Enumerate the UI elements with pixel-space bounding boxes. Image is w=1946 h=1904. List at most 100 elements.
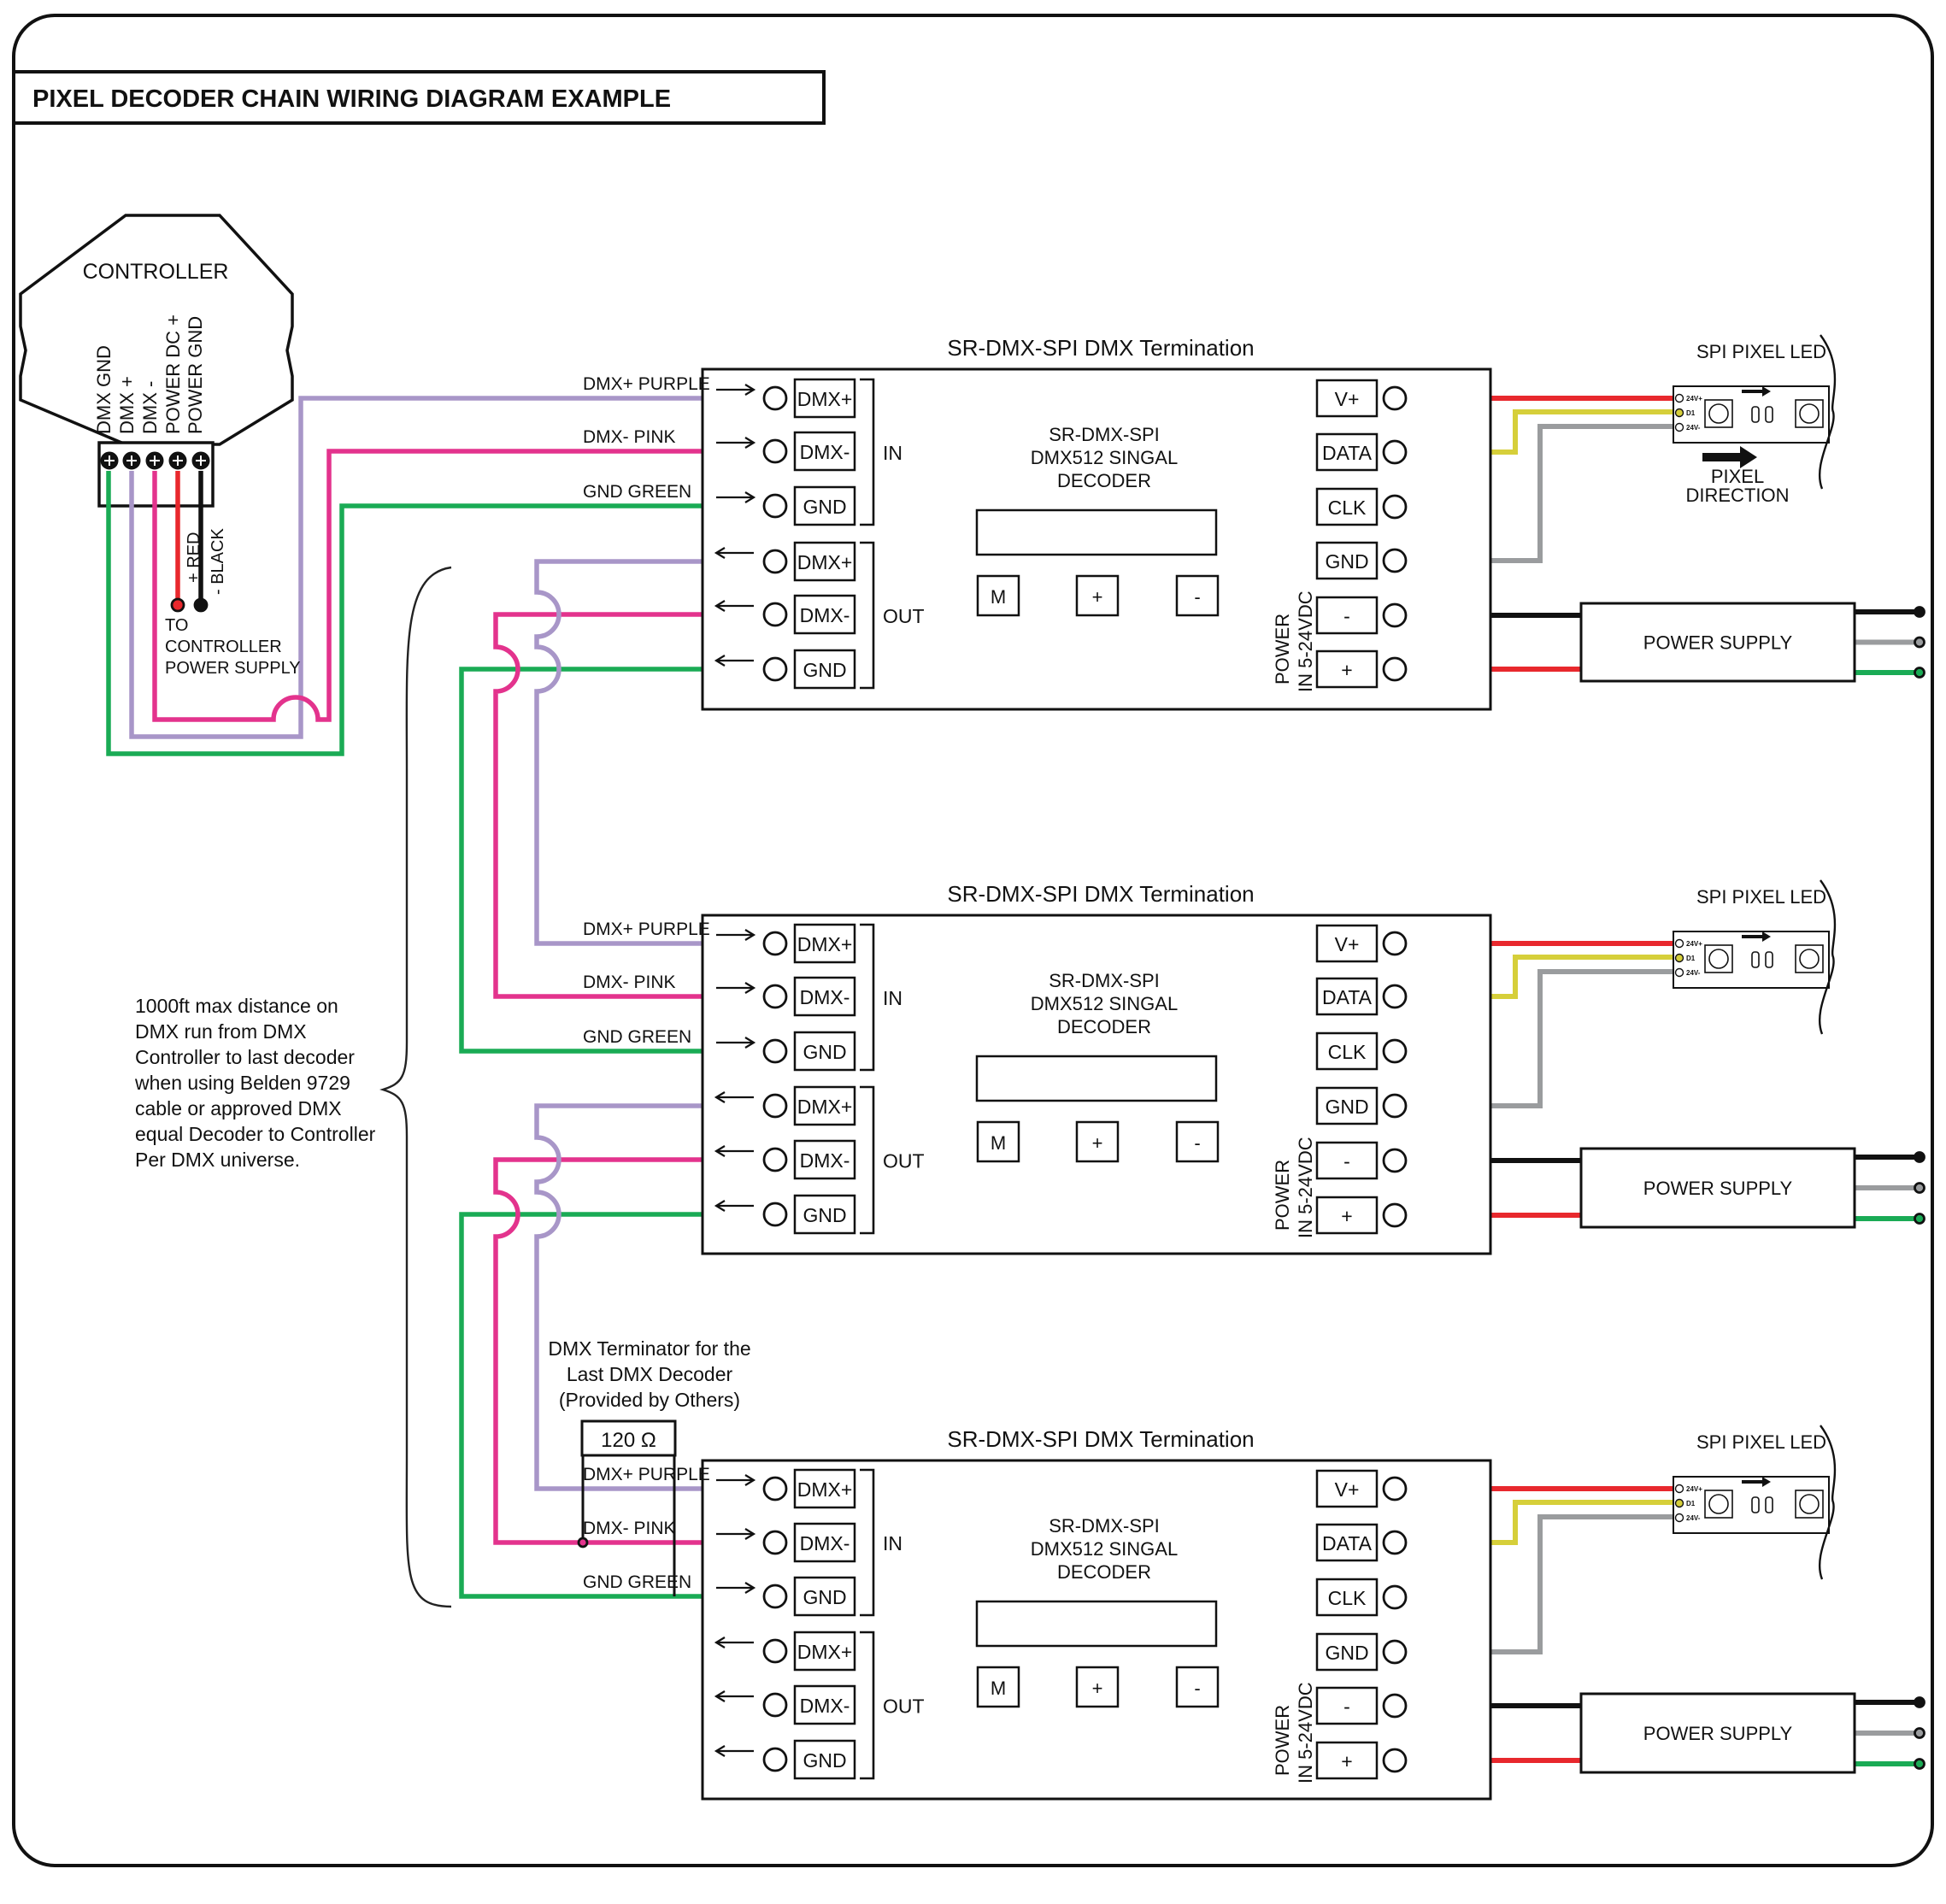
decoder-button[interactable]: [976, 1666, 1020, 1708]
out-terminal-label: DMX-: [800, 1695, 850, 1717]
terminal-screw: [762, 1093, 788, 1119]
strip-cut-line: [1818, 334, 1837, 490]
out-arrow-head: [714, 1637, 726, 1648]
red-wire-label: + RED: [185, 532, 203, 583]
led-pad: [1674, 953, 1684, 963]
power-label: POWER: [1272, 1705, 1293, 1776]
decoder-button[interactable]: [1075, 1120, 1120, 1163]
out-arrow: [714, 600, 754, 612]
controller-body: [19, 214, 294, 446]
mains-wire-end: [1914, 606, 1925, 618]
controller-power-note: TO: [165, 616, 188, 635]
led-pad: [1674, 1498, 1684, 1508]
led-pad: [1674, 393, 1684, 403]
out-arrow-head: [714, 655, 726, 667]
in-arrow-head: [744, 1528, 756, 1540]
terminator-note: DMX Terminator for the: [548, 1337, 750, 1360]
in-arrow-head: [744, 491, 756, 503]
output-terminal-label: V+: [1335, 1478, 1360, 1501]
decoder-button-label: +: [1092, 586, 1103, 608]
output-terminal: [1315, 977, 1379, 1016]
decoder-name: DECODER: [1057, 1016, 1151, 1037]
out-arrow-head: [714, 547, 726, 559]
power-terminal-label: -: [1343, 605, 1350, 627]
terminal-screw: [1382, 439, 1408, 465]
in-label: IN: [883, 442, 902, 464]
in-terminal-label: GND: [803, 1041, 846, 1063]
led-pad: [1674, 1484, 1684, 1494]
decoder-button-label: +: [1092, 1132, 1103, 1154]
led-pad-label: 24V+: [1686, 395, 1702, 403]
out-arrow: [714, 655, 754, 667]
in-arrow-head: [744, 1037, 756, 1049]
terminal-screw: [1382, 1530, 1408, 1555]
in-bracket: [860, 923, 875, 1072]
led-pad: [1674, 408, 1684, 418]
mains-wire-end: [1914, 636, 1925, 649]
led-pad: [1674, 1513, 1684, 1523]
pixel-direction-label: PIXEL: [1711, 466, 1764, 487]
led-pad-label: 24V+: [1686, 940, 1702, 948]
decoder-name: DMX512 SINGAL: [1031, 1538, 1178, 1560]
output-terminal: [1315, 1469, 1379, 1508]
wire-label: GND GREEN: [583, 1027, 691, 1047]
decoder-button[interactable]: [1175, 1666, 1220, 1708]
pixel-chip-lens: [1799, 949, 1820, 969]
in-terminal: [793, 1522, 856, 1563]
decoder-button[interactable]: [1075, 1666, 1120, 1708]
black-wire-label: - BLACK: [209, 528, 227, 595]
decoder-button-label: +: [1092, 1678, 1103, 1699]
power-terminal-label: +: [1341, 1750, 1352, 1772]
out-bracket: [860, 1085, 875, 1235]
pixel-chip-lens: [1708, 1494, 1729, 1514]
led-pad: [1674, 422, 1684, 432]
decoder-button[interactable]: [976, 1120, 1020, 1163]
terminal-screw: [1382, 1093, 1408, 1119]
in-arrow: [716, 437, 756, 449]
controller-power-note: CONTROLLER: [165, 638, 282, 656]
wire-label: GND GREEN: [583, 1572, 691, 1592]
decoder-button-label: -: [1194, 586, 1200, 608]
power-label: POWER: [1272, 614, 1293, 685]
out-arrow: [714, 547, 754, 559]
power-terminal-label: +: [1341, 659, 1352, 681]
decoder-button[interactable]: [1175, 1120, 1220, 1163]
terminal-screw: [762, 1584, 788, 1609]
in-arrow: [716, 929, 756, 941]
out-arrow-head: [714, 1745, 726, 1757]
mains-wire-end: [1914, 1213, 1925, 1225]
output-terminal-label: DATA: [1322, 986, 1373, 1008]
decoder-button-label: M: [991, 586, 1006, 608]
wire-label: GND GREEN: [583, 482, 691, 502]
led-resistor: [1751, 951, 1760, 968]
decoder-name: SR-DMX-SPI: [1049, 970, 1160, 991]
output-terminal: [1315, 541, 1379, 580]
led-resistor: [1751, 406, 1760, 423]
wire-label: DMX- PINK: [583, 427, 676, 447]
decoder-button[interactable]: [1075, 574, 1120, 617]
mains-wire-end: [1914, 1696, 1925, 1708]
decoder-button-label: -: [1194, 1132, 1200, 1154]
out-terminal: [793, 649, 856, 690]
led-resistor: [1765, 406, 1773, 423]
decoder-button-label: -: [1194, 1678, 1200, 1699]
power-terminal-label: -: [1343, 1695, 1350, 1718]
controller-label: CONTROLLER: [83, 260, 229, 284]
out-arrow: [714, 1637, 754, 1648]
distance-note: cable or approved DMX: [135, 1097, 342, 1119]
decoder-button[interactable]: [1175, 574, 1220, 617]
terminal-screw: [1382, 1148, 1408, 1173]
power-terminal: [1315, 1686, 1379, 1725]
led-resistor: [1765, 951, 1773, 968]
wire-label: DMX- PINK: [583, 1519, 676, 1538]
out-arrow: [714, 1690, 754, 1702]
terminator-note: Last DMX Decoder: [567, 1363, 733, 1385]
output-terminal-label: GND: [1325, 1096, 1368, 1118]
decoder-button[interactable]: [976, 574, 1020, 617]
title-box: [12, 70, 826, 125]
output-terminal: [1315, 1086, 1379, 1125]
decoder-name: DMX512 SINGAL: [1031, 993, 1178, 1014]
